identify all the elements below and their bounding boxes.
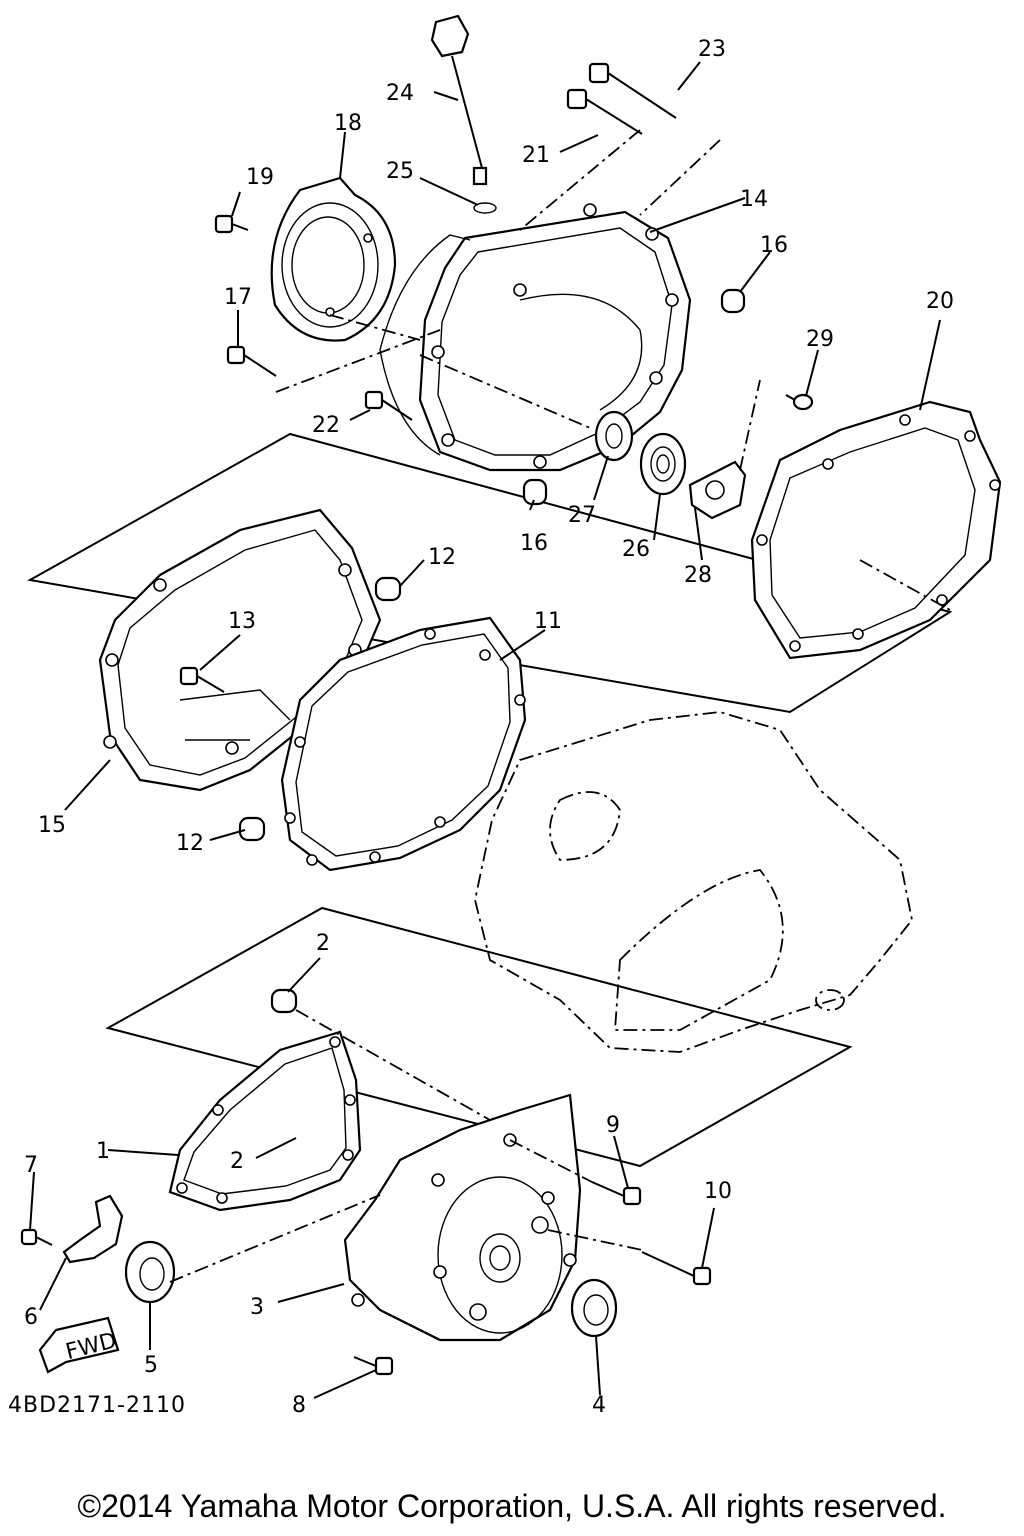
plate-6 [62, 1194, 124, 1264]
callout-9: 9 [606, 1113, 620, 1138]
callout-13: 13 [228, 609, 256, 634]
callout-20: 20 [926, 289, 954, 314]
callout-4: 4 [592, 1393, 606, 1418]
callout-16-bottom: 16 [520, 531, 548, 556]
bolt-22 [364, 390, 413, 421]
bolt-8 [353, 1356, 394, 1376]
oil-seal-4 [570, 1278, 618, 1338]
cover-plate-18 [270, 176, 397, 342]
crankcase-cover-3 [343, 1093, 582, 1342]
callout-21: 21 [522, 143, 550, 168]
callout-19: 19 [246, 165, 274, 190]
bolt-7 [20, 1228, 53, 1246]
callout-29: 29 [806, 327, 834, 352]
gasket-11 [280, 616, 527, 872]
callout-24: 24 [386, 81, 414, 106]
lower-assembly-plane [105, 906, 853, 1168]
callout-12-bottom: 12 [176, 831, 204, 856]
callout-22: 22 [312, 413, 340, 438]
callout-1: 1 [96, 1139, 110, 1164]
callout-27: 27 [568, 503, 596, 528]
bolt-9 [591, 1181, 642, 1206]
copyright-notice: ©2014 Yamaha Motor Corporation, U.S.A. A… [77, 1488, 947, 1524]
leader-lines [29, 61, 951, 1399]
bearing-26 [639, 432, 687, 496]
callout-2-top: 2 [316, 931, 330, 956]
dowel-16-top [720, 288, 746, 314]
callout-5: 5 [144, 1353, 158, 1378]
callout-26: 26 [622, 537, 650, 562]
callout-18: 18 [334, 111, 362, 136]
diagram-code: 4BD2171-2110 [8, 1393, 186, 1418]
dowel-12-top [374, 576, 402, 602]
dipstick-24 [430, 14, 488, 186]
plate-28 [688, 460, 747, 520]
bolt-13 [179, 666, 225, 693]
engine-crankcase-reference [474, 711, 913, 1053]
upper-assembly-plane [27, 432, 953, 714]
callout-14: 14 [740, 187, 768, 212]
callout-3: 3 [250, 1295, 264, 1320]
dowel-12-bottom [238, 816, 266, 842]
dowel-2-top [270, 988, 298, 1014]
callout-2-middle: 2 [230, 1149, 244, 1174]
screw-29 [785, 393, 814, 411]
callout-12-top: 12 [428, 545, 456, 570]
bolt-21 [566, 88, 643, 135]
o-ring-25 [473, 202, 497, 214]
bearing-27 [594, 410, 634, 462]
bolt-17 [226, 345, 277, 377]
callout-28: 28 [684, 563, 712, 588]
callout-11: 11 [534, 609, 562, 634]
callout-7: 7 [24, 1153, 38, 1178]
callout-10: 10 [704, 1179, 732, 1204]
gasket-20 [750, 400, 1002, 660]
bolt-19 [214, 214, 249, 234]
callout-17: 17 [224, 285, 252, 310]
callout-15: 15 [38, 813, 66, 838]
bolt-10 [641, 1251, 712, 1286]
oil-seal-5 [124, 1240, 176, 1304]
crankcase-cover-14 [379, 203, 692, 472]
dowel-16-bottom [522, 478, 548, 506]
callout-16-top: 16 [760, 233, 788, 258]
bolt-23 [588, 62, 677, 119]
callout-6: 6 [24, 1305, 38, 1330]
callout-23: 23 [698, 37, 726, 62]
gasket-1 [168, 1030, 362, 1212]
callout-numbers: 24 23 21 25 18 19 14 16 17 20 29 22 27 1… [8, 37, 954, 1418]
callout-8: 8 [292, 1393, 306, 1418]
callout-25: 25 [386, 159, 414, 184]
forward-direction-arrow: FWD [38, 1316, 120, 1374]
